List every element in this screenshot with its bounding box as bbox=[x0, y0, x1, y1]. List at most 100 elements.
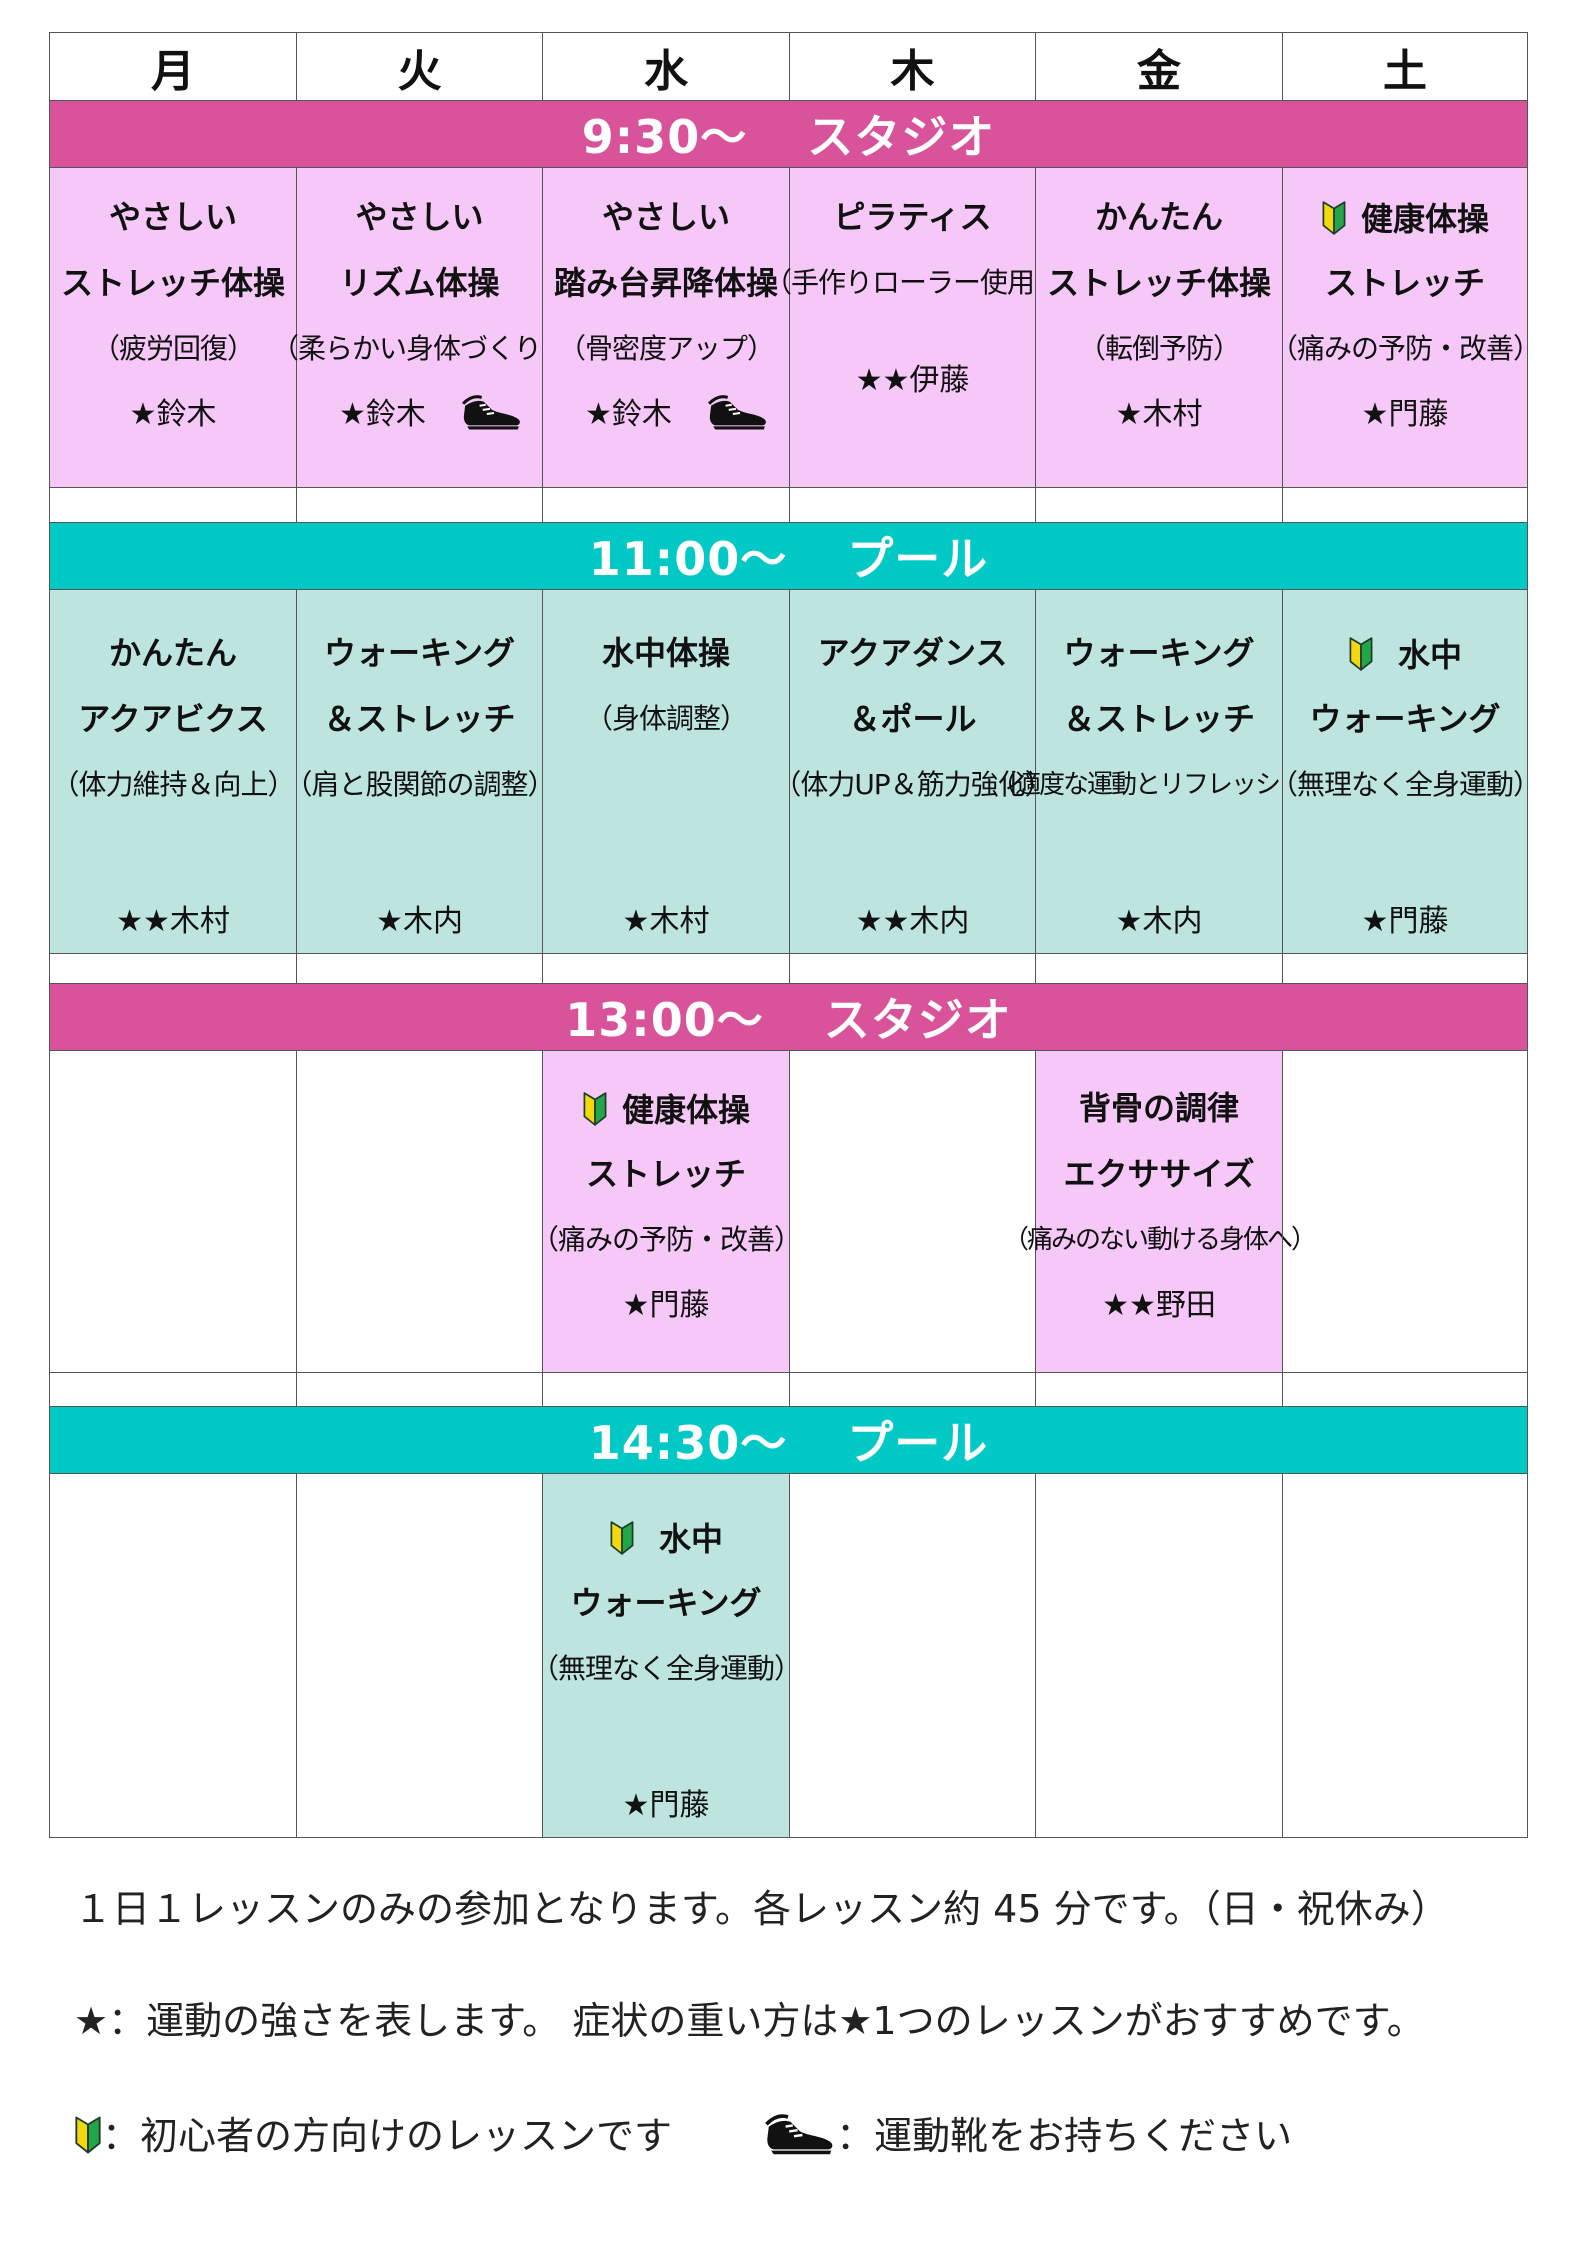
spacer-cell bbox=[542, 1372, 789, 1406]
empty-slot bbox=[296, 1050, 542, 1372]
day-mon: 月 bbox=[49, 32, 296, 100]
spacer-cell bbox=[789, 1372, 1035, 1406]
lesson-note: （体力UP＆筋力強化） bbox=[773, 768, 1052, 801]
timetable: 月 火 水 木 金 土 9:30～ スタジオ やさしい ストレッチ体操 （疲労回… bbox=[49, 32, 1541, 1838]
session-row-1100: かんたん アクアビクス （体力維持＆向上） ★★木村 ウォーキング ＆ストレッチ… bbox=[49, 589, 1541, 953]
lesson-card: ピラティス （手作りローラー使用） ★★伊藤 bbox=[764, 167, 1062, 487]
beginner-mark-icon bbox=[582, 1091, 608, 1127]
spacer-cell bbox=[1282, 1372, 1528, 1406]
lesson-instructor: ★鈴木 bbox=[339, 397, 426, 432]
beginner-mark-icon bbox=[1321, 200, 1347, 236]
session-band-1300: 13:00～ スタジオ bbox=[49, 983, 1528, 1050]
day-sat: 土 bbox=[1282, 32, 1528, 100]
lesson-subtitle: ストレッチ bbox=[585, 1155, 746, 1193]
spacer-cell bbox=[1282, 953, 1528, 983]
empty-slot bbox=[789, 1050, 1035, 1372]
lesson-instructor: ★木村 bbox=[1115, 397, 1203, 432]
lesson-subtitle: ウォーキング bbox=[570, 1584, 762, 1622]
lesson-subtitle: リズム体操 bbox=[339, 264, 500, 302]
lesson-subtitle: アクアビクス bbox=[78, 700, 268, 738]
lesson-subtitle: ウォーキング bbox=[1309, 700, 1501, 738]
spacer-cell bbox=[49, 1372, 296, 1406]
day-tue: 火 bbox=[296, 32, 542, 100]
session-time: 13:00～ bbox=[565, 993, 764, 1047]
lesson-note: （疲労回復） bbox=[91, 332, 255, 365]
spacer-cell bbox=[789, 487, 1035, 522]
lesson-instructor: ★門藤 bbox=[622, 1788, 710, 1823]
beginner-mark-icon bbox=[1348, 636, 1374, 672]
lesson-title: 水中体操 bbox=[601, 634, 730, 672]
footer-legend-row: ：初心者の方向けのレッスンです ：運動靴をお持ちください bbox=[74, 2105, 1292, 2160]
sneaker-icon bbox=[707, 394, 769, 432]
lesson-note: （柔らかい身体づくり） bbox=[271, 332, 569, 365]
lesson-title: ウォーキング bbox=[1063, 634, 1255, 672]
lesson-subtitle: 踏み台昇降体操 bbox=[553, 264, 778, 302]
lesson-card: ウォーキング ＆ストレッチ （肩と股関節の調整） ★木内 bbox=[285, 589, 556, 953]
session-row-1300: 健康体操 ストレッチ （痛みの予防・改善） ★門藤 背骨の調律 エクササイズ （… bbox=[49, 1050, 1528, 1372]
lesson-subtitle: エクササイズ bbox=[1063, 1155, 1255, 1193]
day-header-row: 月 火 水 木 金 土 bbox=[49, 32, 1528, 100]
lesson-title: 水中 bbox=[658, 1520, 723, 1558]
session-time: 11:00～ bbox=[588, 532, 788, 586]
spacer-cell bbox=[49, 953, 296, 983]
lesson-subtitle: ＆ストレッチ bbox=[1062, 700, 1255, 738]
lesson-card: 健康体操 ストレッチ （痛みの予防・改善） ★門藤 bbox=[531, 1050, 802, 1372]
lesson-instructor-row: ★鈴木 bbox=[543, 398, 789, 432]
lesson-instructor: ★★木村 bbox=[116, 904, 230, 939]
lesson-card: アクアダンス ＆ポール （体力UP＆筋力強化） ★★木内 bbox=[773, 589, 1053, 953]
lesson-card: やさしい 踏み台昇降体操 （骨密度アップ） ★鈴木 bbox=[542, 167, 789, 487]
lesson-instructor: ★★伊藤 bbox=[855, 363, 970, 398]
spacer-cell bbox=[542, 487, 789, 522]
session-band-0930: 9:30～ スタジオ bbox=[49, 100, 1528, 167]
spacer-cell bbox=[296, 953, 542, 983]
session-row-0930: やさしい ストレッチ体操 （疲労回復） ★鈴木 やさしい リズム体操 （柔らかい… bbox=[49, 167, 1541, 487]
spacer-cell bbox=[296, 487, 542, 522]
empty-slot bbox=[789, 1473, 1035, 1837]
lesson-note: （痛みのない動ける身体へ） bbox=[1003, 1225, 1317, 1255]
lesson-subtitle: ＆ポール bbox=[848, 700, 977, 738]
lesson-note: （無理なく全身運動） bbox=[1270, 768, 1541, 801]
lesson-card: やさしい リズム体操 （柔らかい身体づくり） ★鈴木 bbox=[271, 167, 569, 487]
empty-slot bbox=[296, 1473, 542, 1837]
lesson-subtitle: ストレッチ体操 bbox=[60, 264, 285, 302]
session-place: スタジオ bbox=[807, 110, 996, 164]
lesson-card: やさしい ストレッチ体操 （疲労回復） ★鈴木 bbox=[49, 167, 296, 487]
lesson-title: やさしい bbox=[355, 198, 484, 236]
spacer-cell bbox=[1282, 487, 1528, 522]
lesson-title: ウォーキング bbox=[323, 634, 516, 672]
lesson-title: かんたん bbox=[1094, 198, 1223, 236]
spacer-row bbox=[49, 487, 1528, 522]
spacer-cell bbox=[1035, 953, 1282, 983]
lesson-instructor: ★門藤 bbox=[1361, 904, 1449, 939]
empty-slot bbox=[1282, 1050, 1528, 1372]
footer-note-1: １日１レッスンのみの参加となります。各レッスン約 45 分です。（日・祝休み） bbox=[74, 1887, 1449, 1931]
lesson-instructor: ★★木内 bbox=[855, 904, 970, 939]
session-time: 9:30～ bbox=[581, 110, 748, 164]
lesson-card: かんたん ストレッチ体操 （転倒予防） ★木村 bbox=[1035, 167, 1282, 487]
lesson-card: 健康体操 ストレッチ （痛みの予防・改善） ★門藤 bbox=[1270, 167, 1541, 487]
spacer-cell bbox=[296, 1372, 542, 1406]
lesson-instructor: ★門藤 bbox=[622, 1288, 710, 1323]
legend-shoe-text: ：運動靴をお持ちください bbox=[836, 2114, 1293, 2158]
lesson-card: 水中体操 （身体調整） ★木村 bbox=[542, 589, 789, 953]
lesson-note: （無理なく全身運動） bbox=[531, 1652, 802, 1685]
lesson-title-row: 水中 bbox=[609, 1520, 723, 1556]
lesson-subtitle: ストレッチ bbox=[1324, 264, 1485, 302]
footer-note-2: ★：運動の強さを表します。 症状の重い方は★1つのレッスンがおすすめです。 bbox=[74, 1999, 1425, 2043]
lesson-title-row: 健康体操 bbox=[582, 1091, 750, 1127]
lesson-note: （手作りローラー使用） bbox=[764, 266, 1062, 299]
spacer-cell bbox=[789, 953, 1035, 983]
empty-slot bbox=[49, 1473, 296, 1837]
lesson-title: 健康体操 bbox=[1360, 200, 1489, 238]
lesson-note: （適度な運動とリフレッシュ） bbox=[991, 770, 1329, 800]
spacer-row bbox=[49, 1372, 1528, 1406]
lesson-title: 背骨の調律 bbox=[1078, 1089, 1239, 1127]
lesson-title: 水中 bbox=[1397, 636, 1462, 674]
lesson-instructor: ★木内 bbox=[376, 904, 463, 939]
lesson-instructor: ★鈴木 bbox=[585, 397, 672, 432]
sneaker-icon bbox=[764, 2113, 836, 2157]
lesson-note: （骨密度アップ） bbox=[557, 332, 775, 365]
session-band-1100: 11:00～ プール bbox=[49, 522, 1528, 589]
session-place: プール bbox=[847, 532, 989, 586]
lesson-subtitle: ストレッチ体操 bbox=[1046, 264, 1271, 302]
